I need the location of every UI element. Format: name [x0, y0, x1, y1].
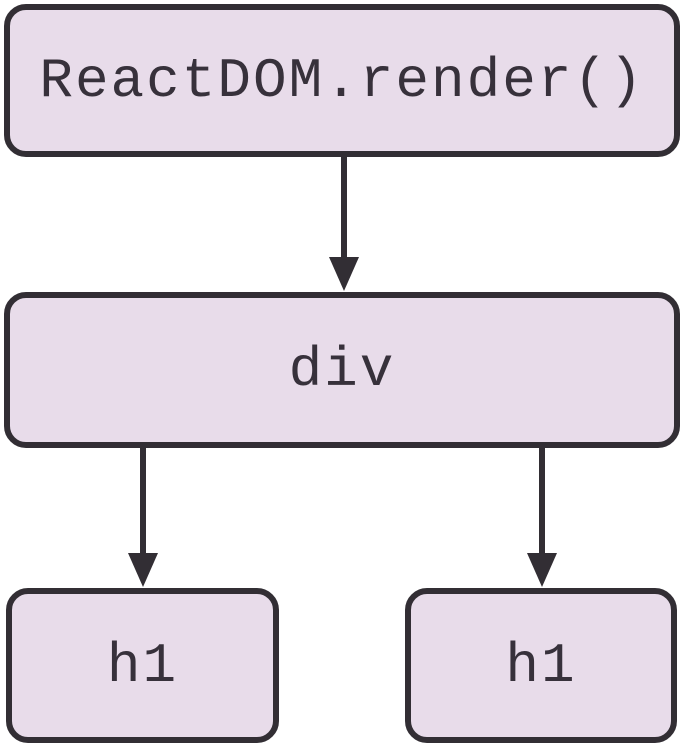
arrowhead-down-icon: [329, 257, 359, 291]
arrowhead-down-icon: [527, 553, 557, 587]
node-h1-left: h1: [6, 588, 279, 743]
node-label: ReactDOM.render(): [39, 48, 645, 113]
node-reactdom-render: ReactDOM.render(): [4, 4, 680, 157]
arrow-div-to-h1-left: [128, 446, 158, 587]
arrow-div-to-h1-right: [527, 446, 557, 587]
node-label: h1: [106, 633, 179, 698]
arrow-root-to-div: [329, 156, 359, 291]
node-div: div: [4, 292, 680, 448]
node-label: div: [288, 338, 396, 402]
node-h1-right: h1: [405, 588, 677, 743]
arrowhead-down-icon: [128, 553, 158, 587]
node-label: h1: [505, 633, 577, 698]
